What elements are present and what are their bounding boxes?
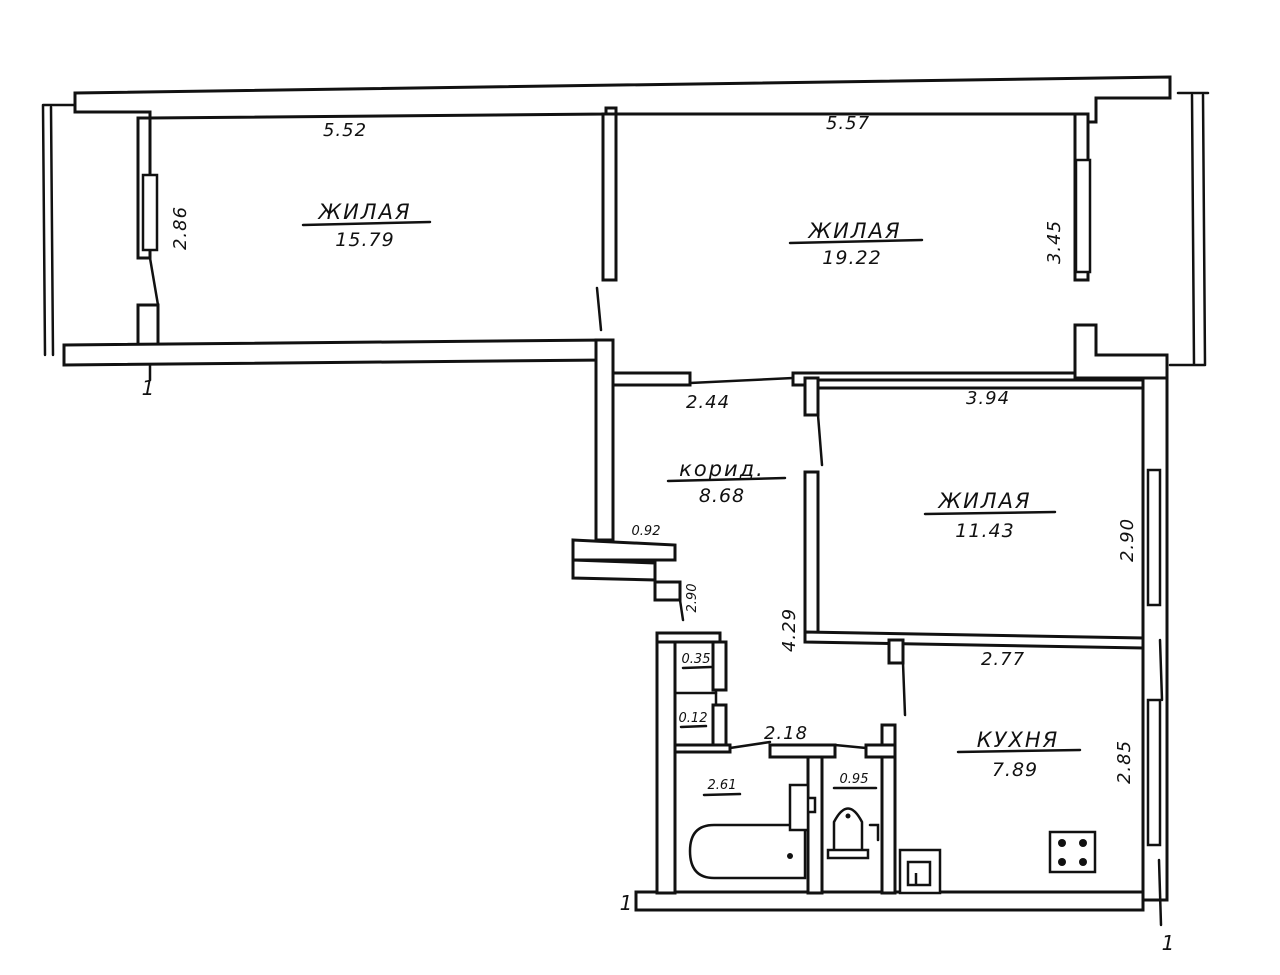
- stove-burner-icon: [1079, 839, 1087, 847]
- door-niche: [678, 598, 685, 622]
- room-name-corridor: корид.: [679, 457, 765, 481]
- window-living-1: [141, 173, 159, 252]
- stove-burner-icon: [1058, 839, 1066, 847]
- window-living-3: [1146, 468, 1162, 607]
- wall-kitchen-pier: [887, 638, 905, 665]
- dim-living-2-depth: 3.45: [1044, 220, 1065, 264]
- wall-living-3-top: [816, 378, 1145, 390]
- section-marks: 1 1 1: [142, 363, 1175, 955]
- dim-living-3-width: 3.94: [966, 388, 1010, 409]
- wc-cistern-icon: [868, 823, 880, 842]
- dim-living-2-width: 5.57: [826, 113, 870, 134]
- window-living-2: [1074, 158, 1092, 274]
- room-underline: [301, 220, 432, 227]
- room-underline: [923, 510, 1057, 516]
- wall-closet-divider-2: [711, 703, 728, 747]
- dim-kitchen-width: 2.77: [981, 649, 1025, 670]
- outer-walls: [62, 75, 1172, 912]
- wall-corridor-top-left: [611, 371, 692, 387]
- wall-living-3-bottom: [803, 630, 1145, 650]
- stove-icon: [1048, 830, 1097, 874]
- wall-kitchen-left: [880, 723, 897, 895]
- room-area-kitchen: 7.89: [992, 759, 1038, 781]
- wall-service-top: [768, 743, 837, 759]
- door-corridor: [688, 376, 795, 385]
- dim-closet-1: 0.35: [682, 652, 711, 667]
- fixtures: [688, 783, 1097, 895]
- door-living-1: [148, 256, 160, 307]
- wall-service-top-right: [864, 743, 897, 759]
- door-wc: [833, 743, 868, 750]
- room-name-living-2: ЖИЛАЯ: [806, 219, 901, 243]
- dim-living-3-depth: 2.90: [1117, 518, 1138, 562]
- dim-service-width: 2.18: [764, 723, 808, 744]
- dim-living-1-depth: 2.86: [170, 206, 191, 250]
- dim-closet-2: 0.12: [679, 711, 708, 726]
- room-area-corridor: 8.68: [699, 485, 745, 507]
- left-exterior-wall-lower: [136, 303, 160, 347]
- room-name-living-3: ЖИЛАЯ: [936, 489, 1031, 513]
- doors: [148, 256, 907, 750]
- dimension-labels: 5.52 2.86 5.57 3.45 2.44 3.94 0.92 2.90 …: [170, 113, 1138, 797]
- room-name-living-1: ЖИЛАЯ: [316, 200, 411, 224]
- room-labels: ЖИЛАЯ 15.79 ЖИЛАЯ 19.22 корид. 8.68 ЖИЛА…: [301, 200, 1082, 781]
- door-bath: [728, 740, 772, 750]
- dim-wc-area: 0.95: [840, 772, 869, 787]
- room-underline: [956, 748, 1082, 754]
- dim-corridor-width: 2.44: [686, 392, 730, 413]
- dim-corridor-length: 4.29: [779, 608, 800, 652]
- toilet-icon: [826, 807, 870, 860]
- dim-corridor-niche-depth: 2.90: [685, 584, 700, 613]
- wall-between-living-1-2: [601, 112, 618, 282]
- stove-burner-icon: [1079, 858, 1087, 866]
- bathroom-left-wall: [655, 631, 677, 895]
- room-underline: [788, 238, 924, 245]
- wall-living-3-left: [803, 470, 820, 642]
- room-area-living-3: 11.43: [955, 520, 1014, 542]
- section-mark: 1: [1162, 931, 1175, 955]
- section-mark: 1: [620, 891, 633, 915]
- room-area-living-2: 19.22: [822, 247, 881, 269]
- dim-corridor-niche-width: 0.92: [632, 524, 661, 539]
- balcony-right: [1168, 91, 1210, 367]
- bathroom-top-wall: [655, 631, 722, 644]
- middle-horizontal-wall: [62, 338, 607, 367]
- dim-underline: [679, 724, 708, 729]
- dim-living-1-width: 5.52: [323, 120, 367, 141]
- dim-underline: [702, 792, 742, 797]
- corridor-niche-wall: [571, 538, 677, 562]
- dim-kitchen-depth: 2.85: [1114, 740, 1135, 784]
- dim-underline: [681, 665, 713, 670]
- washbasin-icon: [788, 783, 817, 832]
- toilet-flush-icon: [845, 813, 851, 819]
- top-exterior-wall: [73, 75, 1172, 124]
- dim-bathroom-area: 2.61: [708, 778, 737, 793]
- stove-burner-icon: [1058, 858, 1066, 866]
- corridor-left-wall: [594, 338, 615, 542]
- door-living-3: [816, 413, 824, 467]
- door-kitchen: [901, 661, 907, 717]
- niche-step-wall: [571, 558, 682, 602]
- room-name-kitchen: КУХНЯ: [977, 728, 1059, 752]
- right-exterior-wall-upper: [1073, 323, 1169, 380]
- window-kitchen: [1146, 698, 1162, 847]
- bathtub-icon: [688, 823, 807, 880]
- windows: [41, 91, 1210, 927]
- section-mark: 1: [142, 376, 155, 400]
- wall-living-3-top-pier: [803, 376, 820, 417]
- room-underline: [666, 476, 787, 483]
- door-living-2: [595, 286, 603, 332]
- sink-icon: [898, 848, 942, 895]
- balcony-left: [41, 103, 77, 357]
- bottom-exterior-wall: [634, 890, 1145, 912]
- wall-wc-left: [806, 743, 824, 895]
- wall-closet-divider: [711, 640, 728, 692]
- window-right-dashes: [1157, 638, 1164, 927]
- room-area-living-1: 15.79: [335, 229, 394, 251]
- bathtub-drain-icon: [787, 853, 793, 859]
